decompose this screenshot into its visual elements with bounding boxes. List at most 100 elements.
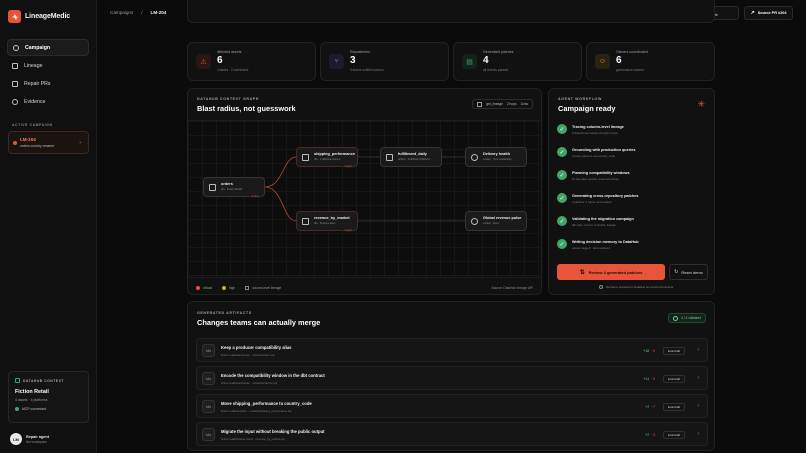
review-label: Review 4 generated patches <box>588 269 643 275</box>
dashboard-icon <box>471 154 478 161</box>
patch-row[interactable]: </> Move shipping_performance to country… <box>196 394 708 418</box>
table-icon <box>386 154 393 161</box>
local-draft-badge: local draft <box>663 347 685 355</box>
lineage-graph-card: DATAHUB CONTEXT GRAPH Blast radius, not … <box>187 88 542 295</box>
critical-dot <box>196 286 200 291</box>
code-icon: </> <box>202 428 215 441</box>
campaign-subtitle: orders country rename <box>20 144 55 148</box>
campaign-id: LM-204 <box>20 137 36 142</box>
step-title: Generating cross-repository patches <box>572 194 639 198</box>
agent-title: Campaign ready <box>558 104 616 113</box>
stat-owners-coordinated: ☺ Owners coordinated 6 governance owners <box>586 42 715 81</box>
active-campaign-heading: ACTIVE CAMPAIGN <box>12 123 53 127</box>
stat-sub: 3 teams notified owners <box>350 68 384 72</box>
badge-latency: 11ms <box>520 102 528 106</box>
patch-row[interactable]: </> Keep a producer compatibility alias … <box>196 338 708 362</box>
step-sub: 4 patches, 3 repos, all compiled <box>572 200 612 204</box>
patch-diff: +11−3 <box>644 377 655 381</box>
node-tag: impact <box>343 229 353 232</box>
diff-deletions: −6 <box>651 349 655 353</box>
generated-artifacts-card: GENERATED ARTIFACTS Changes teams can ac… <box>187 301 715 451</box>
lineage-edges <box>264 156 465 222</box>
stat-value: 6 <box>217 55 223 66</box>
lineage-icon <box>12 62 18 69</box>
agent-workflow-card: AGENT WORKFLOW Campaign ready ✳ ✓ Tracin… <box>548 88 715 295</box>
reset-demo-button[interactable]: ↻ Reset demo <box>669 264 708 280</box>
agent-note-text: Decisions persisted to DataHub as contex… <box>606 285 674 289</box>
datahub-name: Fiction Retail <box>15 389 49 395</box>
agent-note: Decisions persisted to DataHub as contex… <box>599 285 673 289</box>
validated-label: 4 / 4 validated <box>681 316 701 320</box>
sidebar-item-label: Lineage <box>24 62 43 69</box>
patch-row[interactable]: </> Encode the compatibility window in t… <box>196 366 708 390</box>
step-title: Tracing column-level lineage <box>572 125 624 129</box>
stat-label: Affected assets <box>217 50 242 54</box>
datahub-context-card: DATAHUB CONTEXT Fiction Retail 4 assets … <box>8 371 89 423</box>
step-sub: dbt tests, column contracts, lineage <box>572 223 616 227</box>
target-icon <box>13 44 19 51</box>
lineage-node-revenue-by-market[interactable]: revenue_by_market dbt · Finance team imp… <box>296 211 358 232</box>
stat-label: Generated patches <box>483 50 514 54</box>
local-draft-badge: local draft <box>663 431 685 439</box>
diff-deletions: −3 <box>651 377 655 381</box>
table-icon <box>302 218 309 225</box>
agent-eyebrow: AGENT WORKFLOW <box>558 97 602 101</box>
owners-icon: ☺ <box>595 54 610 69</box>
user-name: Repair agent <box>26 434 49 439</box>
check-icon: ✓ <box>557 124 567 134</box>
stat-generated-patches: ▤ Generated patches 4 all checks passed <box>453 42 582 81</box>
node-sub: Looker · Exec <box>483 222 500 225</box>
check-circle-icon <box>673 315 679 321</box>
patches-icon: ▤ <box>462 54 477 69</box>
graph-legend: critical high column-level lineage <box>196 286 281 291</box>
patch-row[interactable]: </> Migrate the input without breaking t… <box>196 422 708 446</box>
diff-additions: +11 <box>643 377 650 381</box>
local-draft-badge: local draft <box>663 403 685 411</box>
reset-label: Reset demo <box>681 269 703 275</box>
user-profile[interactable]: LM Repair agent live workspace <box>10 433 49 445</box>
lineage-node-orders[interactable]: orders dbt · Fiction Retail source <box>203 177 265 198</box>
review-patches-button[interactable]: ⇅ Review 4 generated patches <box>557 264 665 280</box>
source-pr-label: Source PR #204 <box>757 11 787 15</box>
badge-label: get_lineage <box>486 102 503 106</box>
app-logo[interactable]: LineageMedic <box>8 10 70 23</box>
table-icon <box>302 154 309 161</box>
sidebar-item-label: Evidence <box>24 98 46 105</box>
evidence-icon <box>12 98 18 105</box>
lineage-node-fulfillment-daily[interactable]: fulfillment_daily airflow · Fulfillment … <box>380 147 442 167</box>
step-title: Validating the migration campaign <box>572 217 634 221</box>
sparkle-icon: ✳ <box>697 99 705 109</box>
step-title: Writing decision memory to DataHub <box>572 240 639 244</box>
patch-diff: +18−6 <box>643 349 655 353</box>
affected-assets-icon: ⚠ <box>196 54 211 69</box>
lineage-node-global-revenue-pulse[interactable]: Global revenue pulse Looker · Exec <box>465 211 527 231</box>
lineage-node-shipping-performance[interactable]: shipping_performance dbt · 1 affected co… <box>296 147 358 168</box>
source-pr-button[interactable]: ↗ Source PR #204 <box>744 6 793 20</box>
node-sub: dbt · Finance team <box>314 222 336 225</box>
table-icon <box>477 101 483 107</box>
check-icon: ✓ <box>557 239 567 249</box>
stat-repositories: ⑂ Repositories 3 3 teams notified owners <box>320 42 449 81</box>
diff-additions: +18 <box>643 349 650 353</box>
sidebar-item-evidence[interactable]: Evidence <box>7 93 89 110</box>
check-icon: ✓ <box>557 216 567 226</box>
sidebar-item-lineage[interactable]: Lineage <box>7 57 89 74</box>
table-icon <box>209 184 216 191</box>
lineage-graph[interactable]: orders dbt · Fiction Retail source shipp… <box>188 120 541 278</box>
lineage-node-delivery-health[interactable]: Delivery health Looker · Ops Leadership <box>465 147 527 167</box>
sidebar-item-label: Campaign <box>25 44 51 51</box>
sidebar-item-campaign[interactable]: Campaign <box>7 39 89 56</box>
stat-sub: all checks passed <box>483 68 509 72</box>
pull-request-icon: ⇅ <box>579 269 585 276</box>
breadcrumb-campaigns[interactable]: Campaigns <box>110 10 134 15</box>
repositories-icon: ⑂ <box>329 54 344 69</box>
sidebar-item-repair-prs[interactable]: Repair PRs <box>7 75 89 92</box>
active-campaign-card[interactable]: LM-204 orders country rename › <box>8 131 89 154</box>
patch-sub: fiction-retail/warehouse · models/orders… <box>221 353 275 357</box>
node-name: orders <box>221 182 233 186</box>
check-icon: ✓ <box>557 170 567 180</box>
connected-dot <box>15 407 19 411</box>
